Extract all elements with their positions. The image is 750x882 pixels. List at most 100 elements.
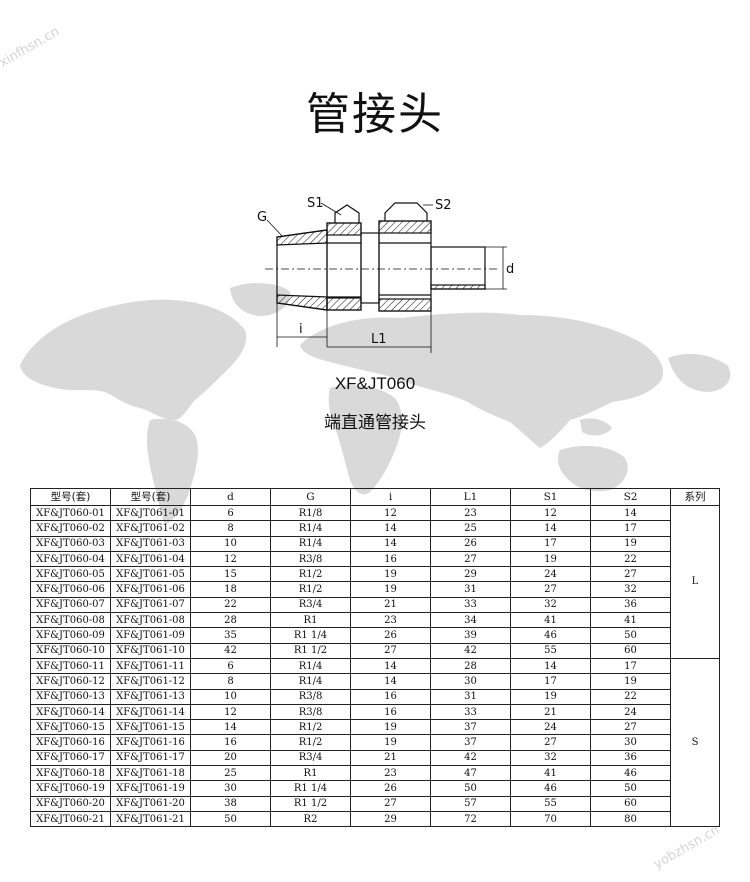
cell-model-060: XF&JT060-21 — [30, 810, 111, 828]
cell-model-060: XF&JT060-20 — [30, 795, 111, 812]
cell-d: 10 — [190, 688, 271, 705]
cell-g: R1 1/4 — [270, 780, 351, 797]
cell-s2: 19 — [590, 535, 671, 552]
cell-model-061: XF&JT061-09 — [110, 627, 191, 644]
cell-g: R1/2 — [270, 566, 351, 583]
cell-model-060: XF&JT060-15 — [30, 719, 111, 736]
cell-s2: 17 — [590, 657, 671, 675]
cell-model-061: XF&JT061-02 — [110, 520, 191, 537]
label-i: i — [299, 322, 303, 337]
cell-i: 19 — [350, 734, 431, 751]
cell-l1: 42 — [430, 749, 511, 767]
cell-s2: 32 — [590, 581, 671, 598]
cell-s2: 17 — [590, 520, 671, 537]
cell-model-061: XF&JT061-17 — [110, 749, 191, 767]
cell-l1: 72 — [430, 810, 511, 828]
cell-series: L — [670, 505, 720, 659]
cell-model-061: XF&JT061-16 — [110, 734, 191, 751]
cell-d: 25 — [190, 765, 271, 782]
cell-model-061: XF&JT061-01 — [110, 504, 191, 522]
cell-model-061: XF&JT061-06 — [110, 581, 191, 598]
cell-l1: 27 — [430, 550, 511, 568]
cell-s2: 36 — [590, 596, 671, 614]
cell-i: 12 — [350, 504, 431, 522]
cell-model-060: XF&JT060-05 — [30, 566, 111, 583]
cell-d: 6 — [190, 657, 271, 675]
cell-l1: 31 — [430, 688, 511, 705]
cell-g: R1/4 — [270, 673, 351, 690]
cell-d: 20 — [190, 749, 271, 767]
watermark-bottom-right: yobzhsn.cn — [651, 822, 723, 873]
cell-d: 10 — [190, 535, 271, 552]
cell-g: R1/8 — [270, 504, 351, 522]
cell-model-060: XF&JT060-12 — [30, 673, 111, 690]
cell-l1: 23 — [430, 504, 511, 522]
cell-d: 38 — [190, 795, 271, 812]
cell-s1: 24 — [510, 566, 591, 583]
cell-model-061: XF&JT061-07 — [110, 596, 191, 614]
cell-model-061: XF&JT061-18 — [110, 765, 191, 782]
cell-s1: 55 — [510, 642, 591, 659]
cell-model-061: XF&JT061-15 — [110, 719, 191, 736]
cell-s1: 27 — [510, 734, 591, 751]
cell-g: R1 — [270, 612, 351, 629]
model-code: XF&JT060 — [334, 374, 416, 393]
cell-model-061: XF&JT061-12 — [110, 673, 191, 690]
cell-d: 15 — [190, 566, 271, 583]
specification-table: 型号(套) 型号(套) d G i L1 S1 S2 系列 XF&JT060-0… — [30, 488, 720, 828]
cell-d: 14 — [190, 719, 271, 736]
cell-l1: 30 — [430, 673, 511, 690]
cell-model-060: XF&JT060-13 — [30, 688, 111, 705]
cell-l1: 28 — [430, 657, 511, 675]
cell-s2: 24 — [590, 703, 671, 721]
cell-l1: 25 — [430, 520, 511, 537]
cell-s2: 30 — [590, 734, 671, 751]
header-s2: S2 — [590, 488, 671, 506]
page-title: 管接头 — [306, 89, 444, 140]
cell-l1: 31 — [430, 581, 511, 598]
cell-l1: 34 — [430, 612, 511, 629]
label-s1: S1 — [307, 196, 324, 211]
cell-s1: 70 — [510, 810, 591, 828]
cell-s2: 60 — [590, 795, 671, 812]
cell-s2: 22 — [590, 550, 671, 568]
cell-model-061: XF&JT061-20 — [110, 795, 191, 812]
cell-g: R3/8 — [270, 550, 351, 568]
cell-g: R2 — [270, 810, 351, 828]
cell-l1: 42 — [430, 642, 511, 659]
label-d: d — [506, 262, 514, 277]
cell-i: 23 — [350, 765, 431, 782]
cell-s2: 19 — [590, 673, 671, 690]
cell-l1: 57 — [430, 795, 511, 812]
cell-d: 42 — [190, 642, 271, 659]
cell-model-061: XF&JT061-04 — [110, 550, 191, 568]
cell-g: R1/2 — [270, 581, 351, 598]
cell-g: R3/8 — [270, 703, 351, 721]
label-s2: S2 — [435, 198, 452, 213]
header-s1: S1 — [510, 488, 591, 506]
header-d: d — [190, 488, 271, 506]
cell-s2: 27 — [590, 719, 671, 736]
cell-s1: 19 — [510, 550, 591, 568]
cell-d: 12 — [190, 703, 271, 721]
cell-model-061: XF&JT061-08 — [110, 612, 191, 629]
label-l1: L1 — [371, 332, 387, 347]
cell-model-060: XF&JT060-07 — [30, 596, 111, 614]
cell-model-061: XF&JT061-19 — [110, 780, 191, 797]
cell-s2: 36 — [590, 749, 671, 767]
cell-l1: 29 — [430, 566, 511, 583]
cell-model-060: XF&JT060-18 — [30, 765, 111, 782]
cell-d: 35 — [190, 627, 271, 644]
cell-s2: 50 — [590, 780, 671, 797]
cell-g: R1 1/4 — [270, 627, 351, 644]
cell-s1: 12 — [510, 504, 591, 522]
